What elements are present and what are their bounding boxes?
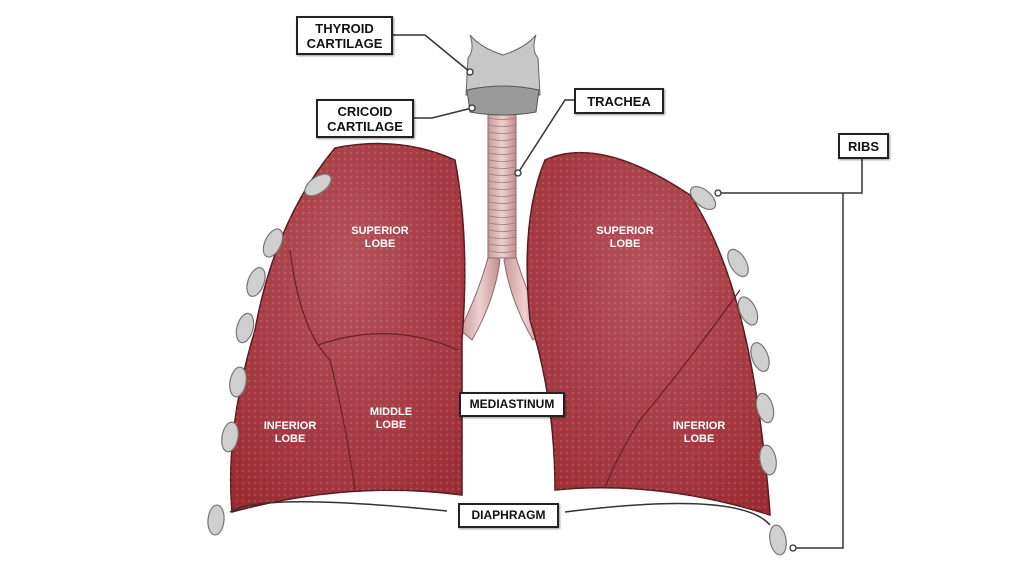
lobe-text: SUPERIOR — [351, 225, 409, 237]
rib-cross-section — [769, 524, 787, 556]
tracheal-ring — [488, 187, 516, 190]
oblique-fissure-right — [604, 289, 741, 489]
tracheal-ring — [488, 208, 516, 211]
thyroid-cartilage — [465, 34, 541, 96]
trachea — [487, 109, 517, 259]
tracheal-ring — [488, 124, 516, 127]
tracheal-ring — [488, 145, 516, 148]
rib-cross-section — [689, 185, 717, 211]
lobe-text: LOBE — [609, 238, 641, 250]
tracheal-ring — [488, 166, 516, 169]
trachea-pointer-dot — [514, 169, 522, 177]
tracheal-ring — [488, 173, 516, 176]
rib-cross-section — [755, 392, 775, 424]
thyroid-pointer-dot — [466, 68, 474, 76]
rib-cross-section — [304, 173, 332, 197]
tracheal-ring — [488, 222, 516, 225]
ribs-pointer-dot — [789, 544, 797, 552]
cricoid-pointer-dot — [468, 104, 476, 112]
tracheal-ring — [488, 131, 516, 134]
rib-cross-section — [221, 421, 239, 453]
tracheal-ring — [488, 117, 516, 120]
tracheal-ring — [488, 194, 516, 197]
tracheal-ring — [488, 236, 516, 239]
rib-cross-section — [750, 342, 770, 372]
lobe-text: LOBE — [364, 238, 396, 250]
lobe-text: LOBE — [274, 433, 306, 445]
left-lung — [229, 142, 466, 513]
label-text: CARTILAGE — [327, 118, 403, 134]
rib-cross-section — [207, 504, 225, 536]
lobe-text: SUPERIOR — [596, 225, 654, 237]
tracheal-ring — [488, 159, 516, 162]
label-text: THYROID — [315, 20, 374, 36]
tracheal-ring — [488, 180, 516, 183]
lobe-text: INFERIOR — [263, 420, 317, 432]
label-mediastinum: MEDIASTINUM — [459, 392, 565, 417]
tracheal-ring — [488, 138, 516, 141]
label-text: CARTILAGE — [306, 35, 383, 51]
label-ribs: RIBS — [838, 133, 889, 159]
lobe-text: LOBE — [375, 419, 407, 431]
lobe-text: INFERIOR — [672, 420, 726, 432]
left-bronchus — [459, 249, 501, 341]
rib-cross-section — [262, 228, 284, 258]
tracheal-ring — [488, 201, 516, 204]
label-diaphragm: DIAPHRAGM — [458, 503, 559, 528]
rib-cross-section — [246, 267, 266, 297]
label-cricoid-cartilage: CRICOID CARTILAGE — [316, 99, 414, 138]
right-lung — [526, 151, 771, 517]
oblique-fissure-left — [289, 249, 356, 491]
horizontal-fissure-left — [317, 333, 459, 351]
lobe-text: LOBE — [683, 433, 715, 445]
rib-cross-section — [229, 366, 247, 398]
rib-cross-section — [759, 444, 777, 476]
label-trachea: TRACHEA — [574, 88, 664, 114]
tracheal-ring — [488, 215, 516, 218]
leader-lines — [229, 34, 863, 549]
tracheal-ring — [488, 243, 516, 246]
tracheal-ring — [488, 229, 516, 232]
rib-cross-section — [737, 296, 759, 326]
rib-cross-section — [235, 312, 255, 344]
label-text: CRICOID — [337, 103, 393, 119]
ribs-pointer-dot — [714, 189, 722, 197]
rib-cross-section — [727, 248, 749, 278]
tracheal-ring — [488, 152, 516, 155]
cricoid-cartilage — [466, 85, 540, 116]
lobe-text: MIDDLE — [369, 406, 413, 418]
tracheal-ring — [488, 250, 516, 253]
label-thyroid-cartilage: THYROID CARTILAGE — [296, 16, 393, 55]
